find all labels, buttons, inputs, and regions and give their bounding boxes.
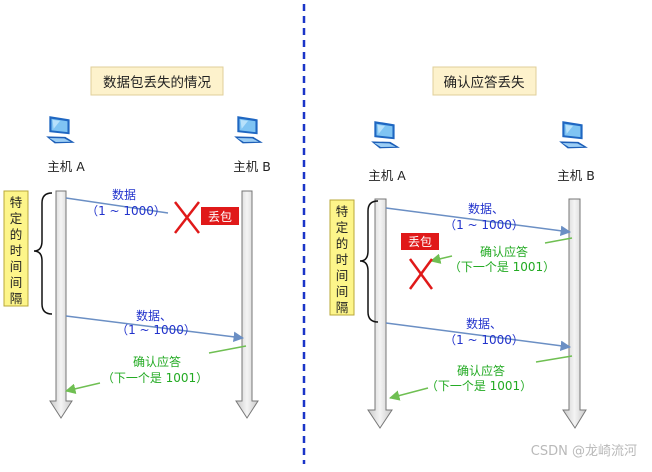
left-ack-detail: （下一个是 1001）	[102, 371, 208, 385]
left-panel: 数据包丢失的情况 主机 A 主机 B 特 定 的 时 间 间 隔 数据 （1 ~…	[3, 66, 271, 419]
left-time-interval-text: 特 定 的 时 间 间 隔	[10, 195, 23, 306]
left-data-range-1: （1 ~ 1000）	[86, 204, 166, 218]
right-loss-label: 丢包	[408, 235, 432, 249]
right-ack-arrow-1	[429, 253, 453, 264]
right-loss-badge	[401, 233, 439, 250]
right-time-interval-brace	[359, 200, 379, 323]
right-ack-detail-2: （下一个是 1001）	[426, 379, 532, 393]
svg-text:间: 间	[336, 268, 349, 283]
svg-text:定: 定	[10, 211, 23, 226]
svg-text:定: 定	[336, 220, 349, 235]
right-host-b-label: 主机 B	[557, 168, 595, 183]
left-data-range-2: （1 ~ 1000）	[116, 323, 196, 337]
host-b-computer-icon	[559, 121, 588, 149]
right-ack-arrow-segment-2	[535, 355, 573, 363]
right-title-box	[432, 66, 537, 96]
left-data-label-1: 数据	[112, 187, 136, 202]
left-ack-label: 确认应答	[133, 354, 181, 369]
svg-text:隔: 隔	[10, 291, 23, 306]
right-time-interval-box	[329, 199, 355, 316]
right-host-a-timeline	[367, 198, 393, 429]
svg-text:时: 时	[336, 252, 349, 267]
left-host-b-timeline	[235, 190, 259, 419]
left-host-a-label: 主机 A	[47, 159, 85, 174]
host-b-computer-icon	[234, 116, 263, 144]
left-time-interval-brace	[33, 192, 53, 315]
right-panel: 确认应答丢失 主机 A 主机 B 特 定 的 时 间 间 隔 数据、 （1 ~ …	[329, 66, 595, 429]
svg-text:间: 间	[10, 259, 23, 274]
left-ack-arrow	[64, 382, 101, 394]
right-time-interval-text: 特 定 的 时 间 间 隔	[336, 204, 349, 315]
left-loss-cross-icon	[174, 201, 200, 234]
svg-text:间: 间	[336, 284, 349, 299]
left-loss-badge	[201, 207, 239, 225]
svg-text:特: 特	[10, 195, 23, 210]
right-loss-cross-icon	[408, 258, 434, 290]
left-ack-arrow-segment	[208, 345, 247, 354]
svg-text:的: 的	[336, 236, 349, 251]
right-ack-label-1: 确认应答	[480, 244, 528, 259]
left-title-box	[90, 66, 224, 96]
right-data-range-1: （1 ~ 1000）	[444, 218, 524, 232]
svg-text:的: 的	[10, 227, 23, 242]
right-ack-detail-1: （下一个是 1001）	[449, 260, 555, 274]
host-a-computer-icon	[46, 116, 75, 144]
svg-text:间: 间	[10, 275, 23, 290]
right-data-arrow-2	[385, 322, 572, 351]
right-ack-arrow-2	[388, 387, 429, 401]
right-ack-label-2: 确认应答	[457, 363, 505, 378]
right-title: 确认应答丢失	[444, 74, 525, 91]
watermark: CSDN @龙崎流河	[531, 444, 637, 459]
svg-text:特: 特	[336, 204, 349, 219]
right-data-arrow-1	[385, 207, 572, 236]
left-host-a-timeline	[49, 190, 73, 419]
svg-text:隔: 隔	[336, 300, 349, 315]
left-loss-label: 丢包	[208, 210, 232, 224]
right-data-label-1: 数据、	[468, 201, 504, 216]
left-data-arrow-2	[65, 315, 245, 343]
left-host-b-label: 主机 B	[233, 159, 271, 174]
right-data-label-2: 数据、	[466, 316, 502, 331]
right-host-b-timeline	[562, 198, 587, 429]
left-data-arrow-1	[65, 197, 169, 214]
right-ack-arrow-segment-1	[544, 237, 573, 244]
left-title: 数据包丢失的情况	[103, 75, 211, 91]
right-host-a-label: 主机 A	[368, 168, 406, 183]
host-a-computer-icon	[371, 121, 400, 149]
left-time-interval-box	[3, 190, 29, 307]
right-data-range-2: （1 ~ 1000）	[444, 333, 524, 347]
left-data-label-2: 数据、	[136, 308, 172, 323]
svg-text:时: 时	[10, 243, 23, 258]
